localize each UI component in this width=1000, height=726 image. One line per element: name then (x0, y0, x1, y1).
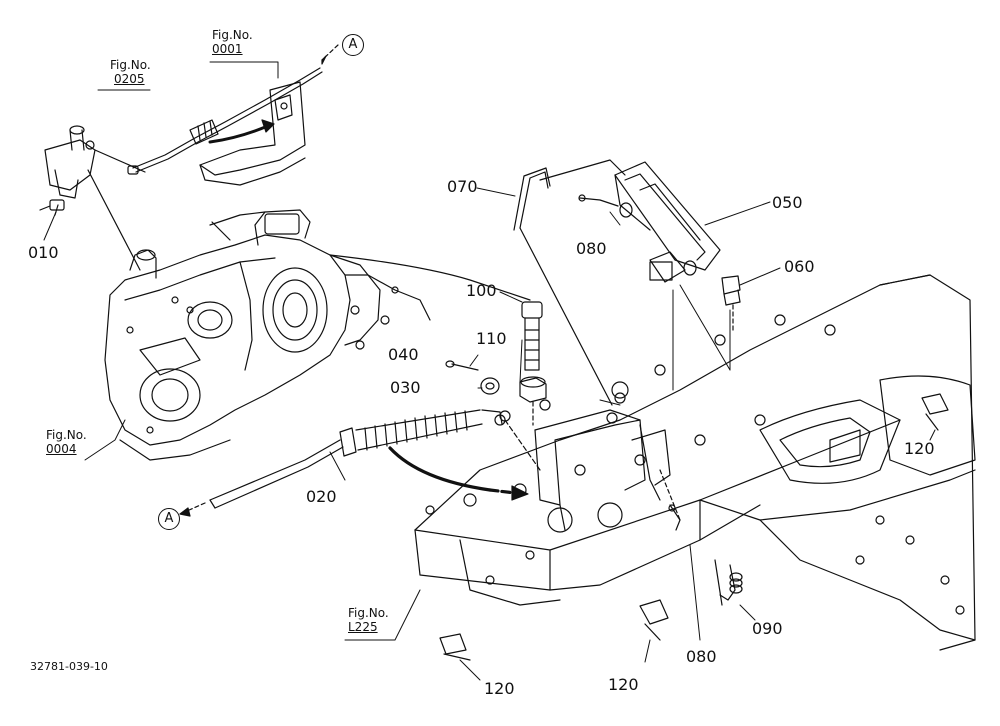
fig-ref-label: Fig.No. (212, 28, 253, 42)
fig-ref-label: Fig.No. (348, 606, 389, 620)
fig-ref-number: L225 (348, 620, 378, 634)
part-label-110: 110 (476, 329, 507, 348)
fig-ref-number: 0001 (212, 42, 243, 56)
part-label-100: 100 (466, 281, 497, 300)
clamp-120-mid (639, 599, 669, 641)
part-label-050: 050 (772, 193, 803, 212)
part-label-090: 090 (752, 619, 783, 638)
pedal (614, 161, 721, 283)
part-label-080-upper: 080 (576, 239, 607, 258)
fig-ref-0205: Fig.No. 0205 (110, 58, 151, 86)
washer-030 (480, 377, 500, 395)
pedal-bracket (534, 392, 671, 531)
transmission-housing (104, 209, 431, 461)
spring (714, 559, 743, 606)
ref-marker-top: A (342, 34, 364, 56)
part-label-120-mid: 120 (608, 675, 639, 694)
fig-ref-0001: Fig.No. 0001 (212, 28, 253, 56)
part-label-060: 060 (784, 257, 815, 276)
lower-cable (179, 409, 541, 517)
clamp-120-left (439, 633, 471, 661)
bolt-100 (521, 301, 543, 371)
install-arrow-upper (208, 123, 272, 144)
fig-ref-number: 0004 (46, 442, 77, 456)
drawing-id: 32781-039-10 (30, 660, 108, 673)
clip-lower (659, 469, 681, 531)
fig-ref-number: 0205 (114, 72, 145, 86)
fig-ref-0004: Fig.No. 0004 (46, 428, 87, 456)
part-label-080-lower: 080 (686, 647, 717, 666)
clip-upper (578, 194, 619, 207)
part-label-030: 030 (390, 378, 421, 397)
leader-lines (43, 61, 936, 681)
part-label-020: 020 (306, 487, 337, 506)
fig-ref-label: Fig.No. (110, 58, 151, 72)
part-label-010: 010 (28, 243, 59, 262)
bolt-060 (721, 275, 741, 331)
cotter-pin (445, 360, 479, 371)
install-arrow-lower (388, 446, 492, 492)
upper-cable (127, 44, 339, 175)
part-label-120-left: 120 (484, 679, 515, 698)
ref-marker-bottom: A (158, 508, 180, 530)
part-label-120-right: 120 (904, 439, 935, 458)
bracket-0001 (199, 81, 306, 186)
fig-ref-label: Fig.No. (46, 428, 87, 442)
rod (513, 159, 626, 406)
spacer-110 (519, 376, 547, 426)
fig-ref-L225: Fig.No. L225 (348, 606, 389, 634)
clamp-120-right (921, 393, 949, 431)
part-label-070: 070 (447, 177, 478, 196)
part-label-040: 040 (388, 345, 419, 364)
frame-plate (329, 254, 976, 651)
